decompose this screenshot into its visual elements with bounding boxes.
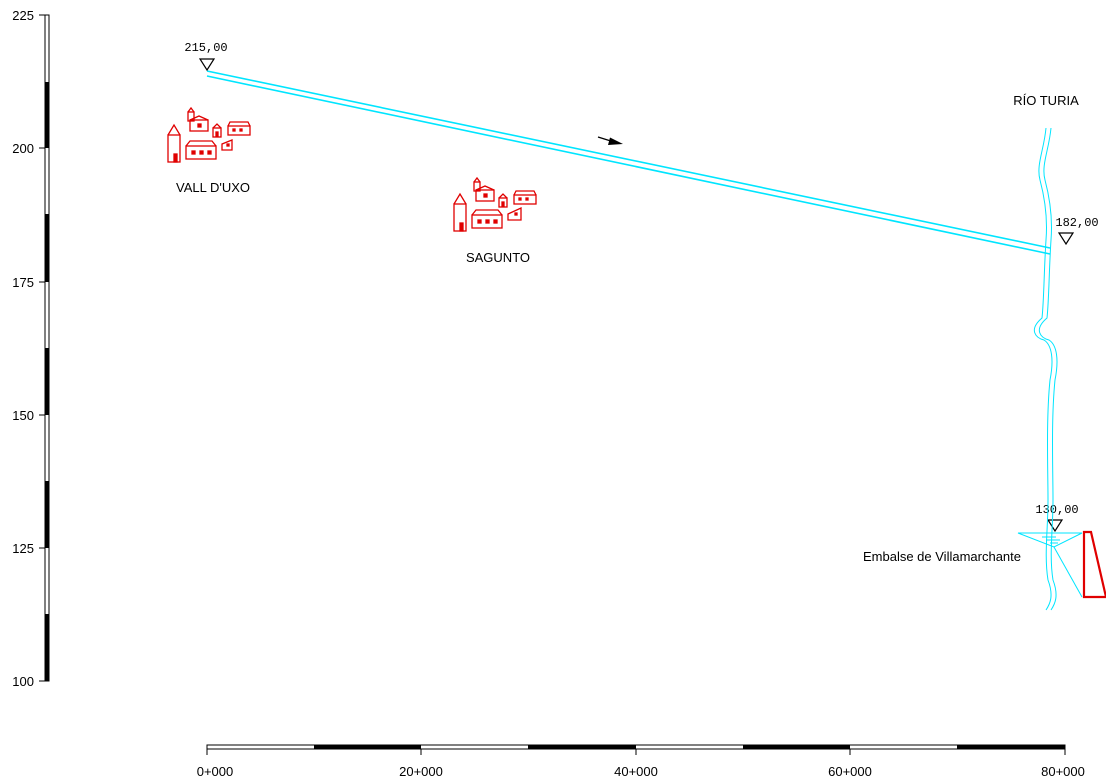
elevation-label: 130,00 xyxy=(1035,503,1078,517)
elevation-marker-reservoir: 130,00 xyxy=(1035,503,1079,533)
y-tick-label: 125 xyxy=(12,541,34,556)
y-scale-bar xyxy=(44,14,50,682)
elevation-marker-icon xyxy=(1057,232,1075,246)
dam-icon xyxy=(1082,530,1106,599)
x-tick-label: 80+000 xyxy=(1041,764,1085,779)
y-axis-ticks: 225 200 175 150 125 100 xyxy=(12,8,45,689)
reservoir xyxy=(1017,532,1083,598)
elevation-marker-icon xyxy=(1046,519,1064,533)
elevation-marker-start: 215,00 xyxy=(184,41,228,72)
town-label: VALL D'UXO xyxy=(176,180,250,195)
town-label: SAGUNTO xyxy=(466,250,530,265)
elevation-marker-river: 182,00 xyxy=(1055,216,1099,246)
x-tick-label: 60+000 xyxy=(828,764,872,779)
x-axis-ticks: 0+000 20+000 40+000 60+000 80+000 xyxy=(197,749,1085,779)
x-tick-label: 0+000 xyxy=(197,764,234,779)
reservoir-label: Embalse de Villamarchante xyxy=(863,549,1021,564)
flow-arrow-icon xyxy=(597,136,623,145)
x-tick-label: 40+000 xyxy=(614,764,658,779)
river-label: RÍO TURIA xyxy=(1013,93,1079,108)
house-cluster-icon xyxy=(167,106,251,163)
y-tick-label: 150 xyxy=(12,408,34,423)
pipeline xyxy=(206,70,1051,255)
elevation-label: 182,00 xyxy=(1055,216,1098,230)
elevation-label: 215,00 xyxy=(184,41,227,55)
river xyxy=(1033,127,1058,611)
y-tick-label: 175 xyxy=(12,275,34,290)
y-tick-label: 225 xyxy=(12,8,34,23)
y-tick-label: 200 xyxy=(12,141,34,156)
x-tick-label: 20+000 xyxy=(399,764,443,779)
house-cluster-icon xyxy=(453,176,537,232)
x-scale-bar xyxy=(206,744,1066,750)
elevation-marker-icon xyxy=(198,58,216,72)
y-tick-label: 100 xyxy=(12,674,34,689)
